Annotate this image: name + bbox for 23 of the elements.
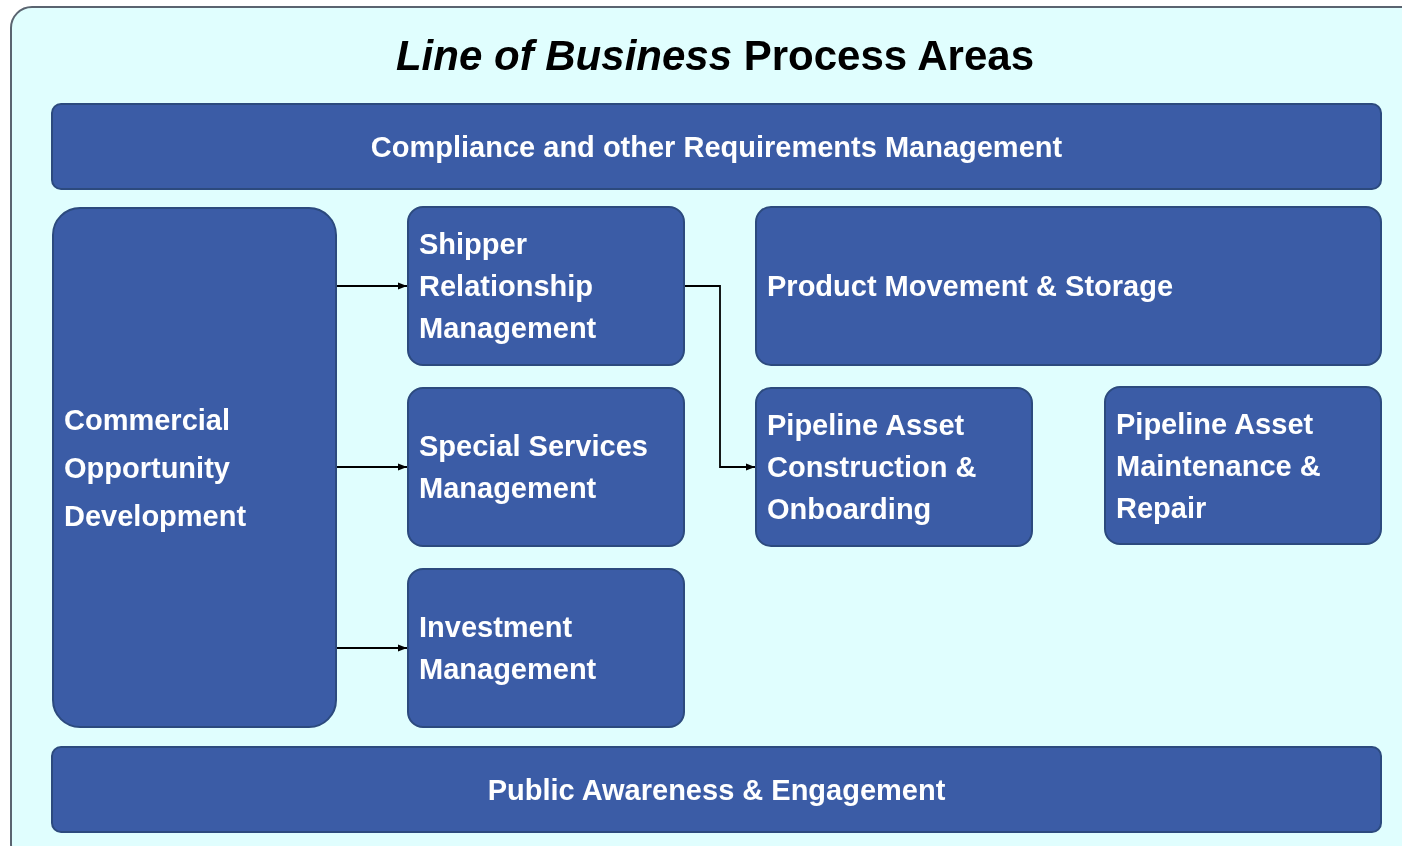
arrow xyxy=(336,463,408,471)
box-label: Compliance and other Requirements Management xyxy=(370,129,1063,165)
box-label: Pipeline Asset Maintenance & Repair xyxy=(1116,406,1322,526)
process-box xyxy=(51,746,1382,833)
box-label: Pipeline Asset Construction & Onboarding xyxy=(767,408,978,527)
process-box xyxy=(755,387,1033,547)
box-label: Product Movement & Storage xyxy=(767,269,1174,304)
arrow xyxy=(336,644,408,652)
process-box xyxy=(407,387,685,547)
box-label: Commercial Opportunity Development xyxy=(64,402,248,534)
process-box xyxy=(755,206,1382,366)
box-label: Public Awareness & Engagement xyxy=(487,772,946,808)
box-label: Shipper Relationship Management xyxy=(419,227,598,346)
process-box xyxy=(1104,386,1382,545)
diagram-title: Line of Business Process Areas xyxy=(394,31,1035,81)
process-box xyxy=(407,568,685,728)
box-label: Special Services Management xyxy=(419,429,649,506)
arrow xyxy=(336,282,408,290)
process-box xyxy=(51,103,1382,190)
arrow xyxy=(684,285,756,471)
process-box xyxy=(52,207,337,728)
box-label: Investment Management xyxy=(419,610,598,687)
process-box xyxy=(407,206,685,366)
